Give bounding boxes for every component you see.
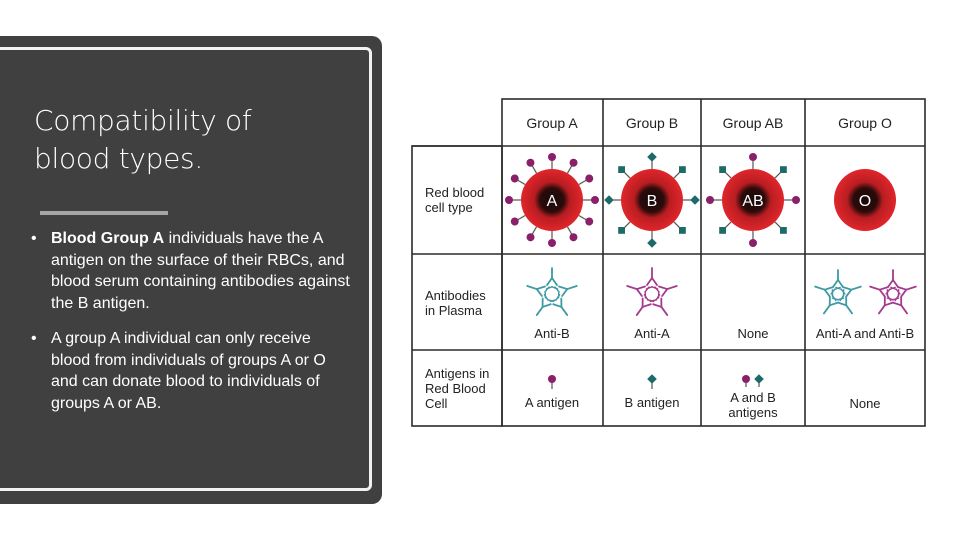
row-label-antibodies-line1: Antibodies bbox=[425, 288, 486, 303]
bullet-item: A group A individual can only receive bl… bbox=[30, 328, 350, 414]
red-blood-cell-icon bbox=[722, 169, 784, 231]
row-label-antibodies-line2: in Plasma bbox=[425, 303, 483, 318]
slide-title: Compatibility of blood types. bbox=[34, 102, 354, 178]
antibody-icon bbox=[630, 290, 658, 321]
column-header-group-ab: Group AB bbox=[723, 115, 784, 131]
antibody-icon bbox=[646, 290, 674, 321]
title-line-1: Compatibility of bbox=[34, 104, 252, 137]
bullet-text: A group A individual can only receive bl… bbox=[51, 330, 326, 412]
row-label-antigens-line1: Antigens in bbox=[425, 366, 489, 381]
antigen-a-icon bbox=[576, 211, 596, 228]
antigen-a-icon bbox=[563, 224, 580, 244]
bullet-text: individuals have the A antigen on the su… bbox=[51, 230, 350, 312]
antigen-label-group-ab-line2: antigens bbox=[728, 405, 778, 420]
rbc-label-b: B bbox=[647, 193, 658, 210]
antibody-label-group-b: Anti-A bbox=[634, 326, 670, 341]
antibody-label-group-a: Anti-B bbox=[534, 326, 569, 341]
antigen-b-icon bbox=[754, 374, 764, 387]
antigen-b-icon bbox=[603, 194, 622, 206]
red-blood-cell-icon bbox=[834, 169, 896, 231]
bullet-item: Blood Group A individuals have the A ant… bbox=[30, 228, 350, 314]
column-header-group-b: Group B bbox=[626, 115, 678, 131]
rbc-label-ab: AB bbox=[742, 193, 763, 210]
panel-frame bbox=[0, 47, 372, 491]
antibody-cluster-anti-a bbox=[624, 267, 680, 321]
antigen-label-group-a: A antigen bbox=[525, 395, 579, 410]
row-label-rbc-line2: cell type bbox=[425, 200, 473, 215]
antigen-label-group-b: B antigen bbox=[625, 395, 680, 410]
antigen-a-icon bbox=[547, 152, 557, 170]
column-header-group-a: Group A bbox=[526, 115, 578, 131]
antigen-a-icon bbox=[582, 195, 600, 205]
antigen-b-icon bbox=[647, 374, 657, 389]
antigen-a-icon bbox=[563, 156, 580, 176]
antibody-icon bbox=[530, 290, 558, 321]
antibody-icon bbox=[830, 269, 846, 295]
antigen-a-icon bbox=[547, 230, 557, 248]
antibody-cluster-anti-a bbox=[867, 269, 919, 319]
antigen-label-group-ab-line1: A and B bbox=[730, 390, 776, 405]
antigen-a-icon bbox=[742, 375, 750, 387]
row-label-rbc-line1: Red blood bbox=[425, 185, 484, 200]
antibody-icon bbox=[885, 269, 901, 295]
antigen-b-icon bbox=[682, 194, 701, 206]
title-accent-bar bbox=[40, 211, 168, 215]
title-line-2: blood types. bbox=[34, 142, 203, 175]
antigen-label-group-o: None bbox=[849, 396, 880, 411]
antibody-icon bbox=[546, 290, 574, 321]
antigen-b-icon bbox=[646, 230, 658, 249]
antigen-a-icon bbox=[508, 211, 528, 228]
antigen-a-icon bbox=[508, 172, 528, 189]
antigen-a-icon bbox=[783, 195, 801, 205]
antigen-a-icon bbox=[524, 224, 541, 244]
bullet-bold-text: Blood Group A bbox=[51, 230, 165, 247]
antigen-a-icon bbox=[548, 375, 556, 389]
red-blood-cell-icon bbox=[521, 169, 583, 231]
column-header-group-o: Group O bbox=[838, 115, 892, 131]
row-label-antigens-line3: Cell bbox=[425, 396, 448, 411]
table-grid bbox=[411, 98, 926, 427]
antigen-a-icon bbox=[504, 195, 522, 205]
antigen-a-icon bbox=[748, 152, 758, 170]
rbc-label-a: A bbox=[547, 193, 558, 210]
antibody-label-group-o: Anti-A and Anti-B bbox=[816, 326, 914, 341]
rbc-group-ab: AB bbox=[705, 152, 801, 248]
rbc-group-b: B bbox=[603, 151, 701, 249]
antigen-a-icon bbox=[576, 172, 596, 189]
rbc-group-o: O bbox=[834, 169, 896, 231]
antibody-cluster-anti-b bbox=[524, 267, 580, 321]
bullet-list: Blood Group A individuals have the A ant… bbox=[30, 228, 350, 428]
antibody-cluster-anti-b bbox=[812, 269, 864, 319]
antigen-a-icon bbox=[705, 195, 723, 205]
antigen-a-icon bbox=[748, 230, 758, 248]
antigen-a-icon bbox=[524, 156, 541, 176]
antigen-b-icon bbox=[646, 151, 658, 170]
antibody-label-group-ab: None bbox=[737, 326, 768, 341]
row-label-antigens-line2: Red Blood bbox=[425, 381, 486, 396]
rbc-label-o: O bbox=[859, 193, 871, 210]
red-blood-cell-icon bbox=[621, 169, 683, 231]
rbc-group-a: A bbox=[504, 152, 600, 248]
